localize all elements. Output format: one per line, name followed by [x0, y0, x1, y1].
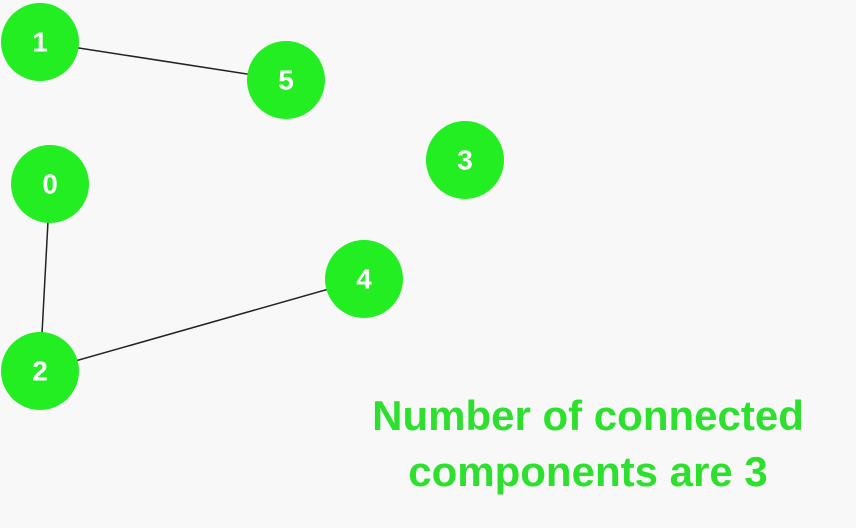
node-5: 5: [247, 41, 325, 119]
node-label-5: 5: [278, 65, 294, 96]
node-circle-1: [1, 3, 79, 81]
edge-1-5: [39, 41, 287, 81]
node-4: 4: [325, 240, 403, 318]
node-0: 0: [11, 145, 89, 223]
node-label-3: 3: [457, 145, 473, 176]
caption-line-2: components are 3: [408, 448, 768, 495]
node-circle-5: [247, 41, 325, 119]
caption: Number of connected components are 3: [300, 388, 856, 500]
node-circle-0: [11, 145, 89, 223]
edge-2-4: [39, 278, 365, 372]
node-label-2: 2: [32, 356, 48, 387]
caption-line-1: Number of connected: [372, 392, 804, 439]
node-circle-3: [426, 121, 504, 199]
node-label-4: 4: [356, 264, 372, 295]
node-label-1: 1: [32, 27, 48, 58]
node-circle-4: [325, 240, 403, 318]
node-label-0: 0: [42, 169, 58, 200]
node-circle-2: [1, 332, 79, 410]
nodes-group: 0 1 2 3 4 5: [1, 3, 504, 410]
node-1: 1: [1, 3, 79, 81]
node-2: 2: [1, 332, 79, 410]
node-3: 3: [426, 121, 504, 199]
